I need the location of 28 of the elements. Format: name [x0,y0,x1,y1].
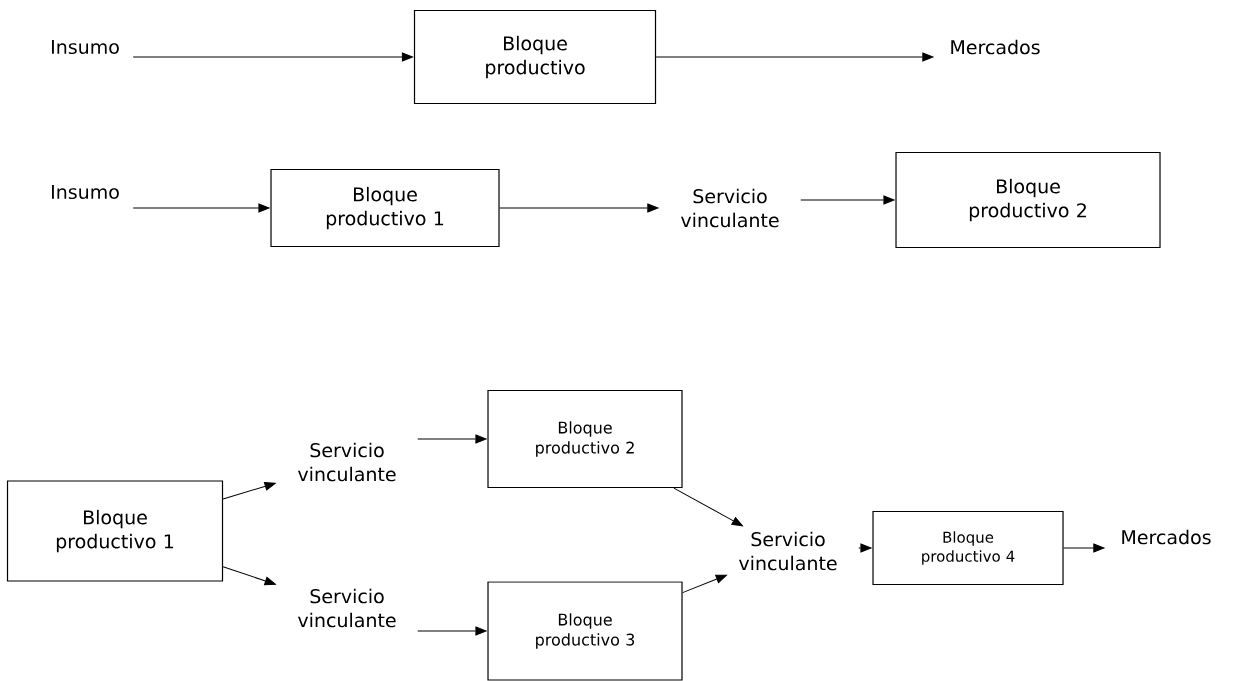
arrow [499,203,659,213]
process-box: Bloque productivo 1 [270,168,500,248]
arrow [858,543,872,553]
process-box: Bloque productivo 1 [6,480,224,582]
text-label: Insumo [52,184,119,200]
arrow [132,52,413,62]
text-label: Mercados [951,39,1040,55]
arrow [655,52,934,62]
arrow [417,626,487,636]
arrow [132,203,270,213]
text-label: Servicio vinculante [681,188,779,228]
process-box: Bloque productivo [413,9,657,105]
process-box: Bloque productivo 3 [487,581,683,681]
text-label: Mercados [1122,529,1211,545]
process-box: Bloque productivo 2 [487,389,683,489]
text-label: Insumo [52,39,119,55]
text-label: Servicio vinculante [298,442,396,482]
text-label: Servicio vinculante [298,588,396,628]
arrow [673,487,743,527]
arrow [222,566,276,586]
arrow [1063,543,1105,553]
arrow [222,482,276,500]
process-box: Bloque productivo 2 [895,151,1161,249]
arrow [800,195,895,205]
arrow [417,434,487,444]
text-label: Servicio vinculante [739,531,837,571]
process-box: Bloque productivo 4 [872,510,1064,586]
arrow [682,574,727,594]
